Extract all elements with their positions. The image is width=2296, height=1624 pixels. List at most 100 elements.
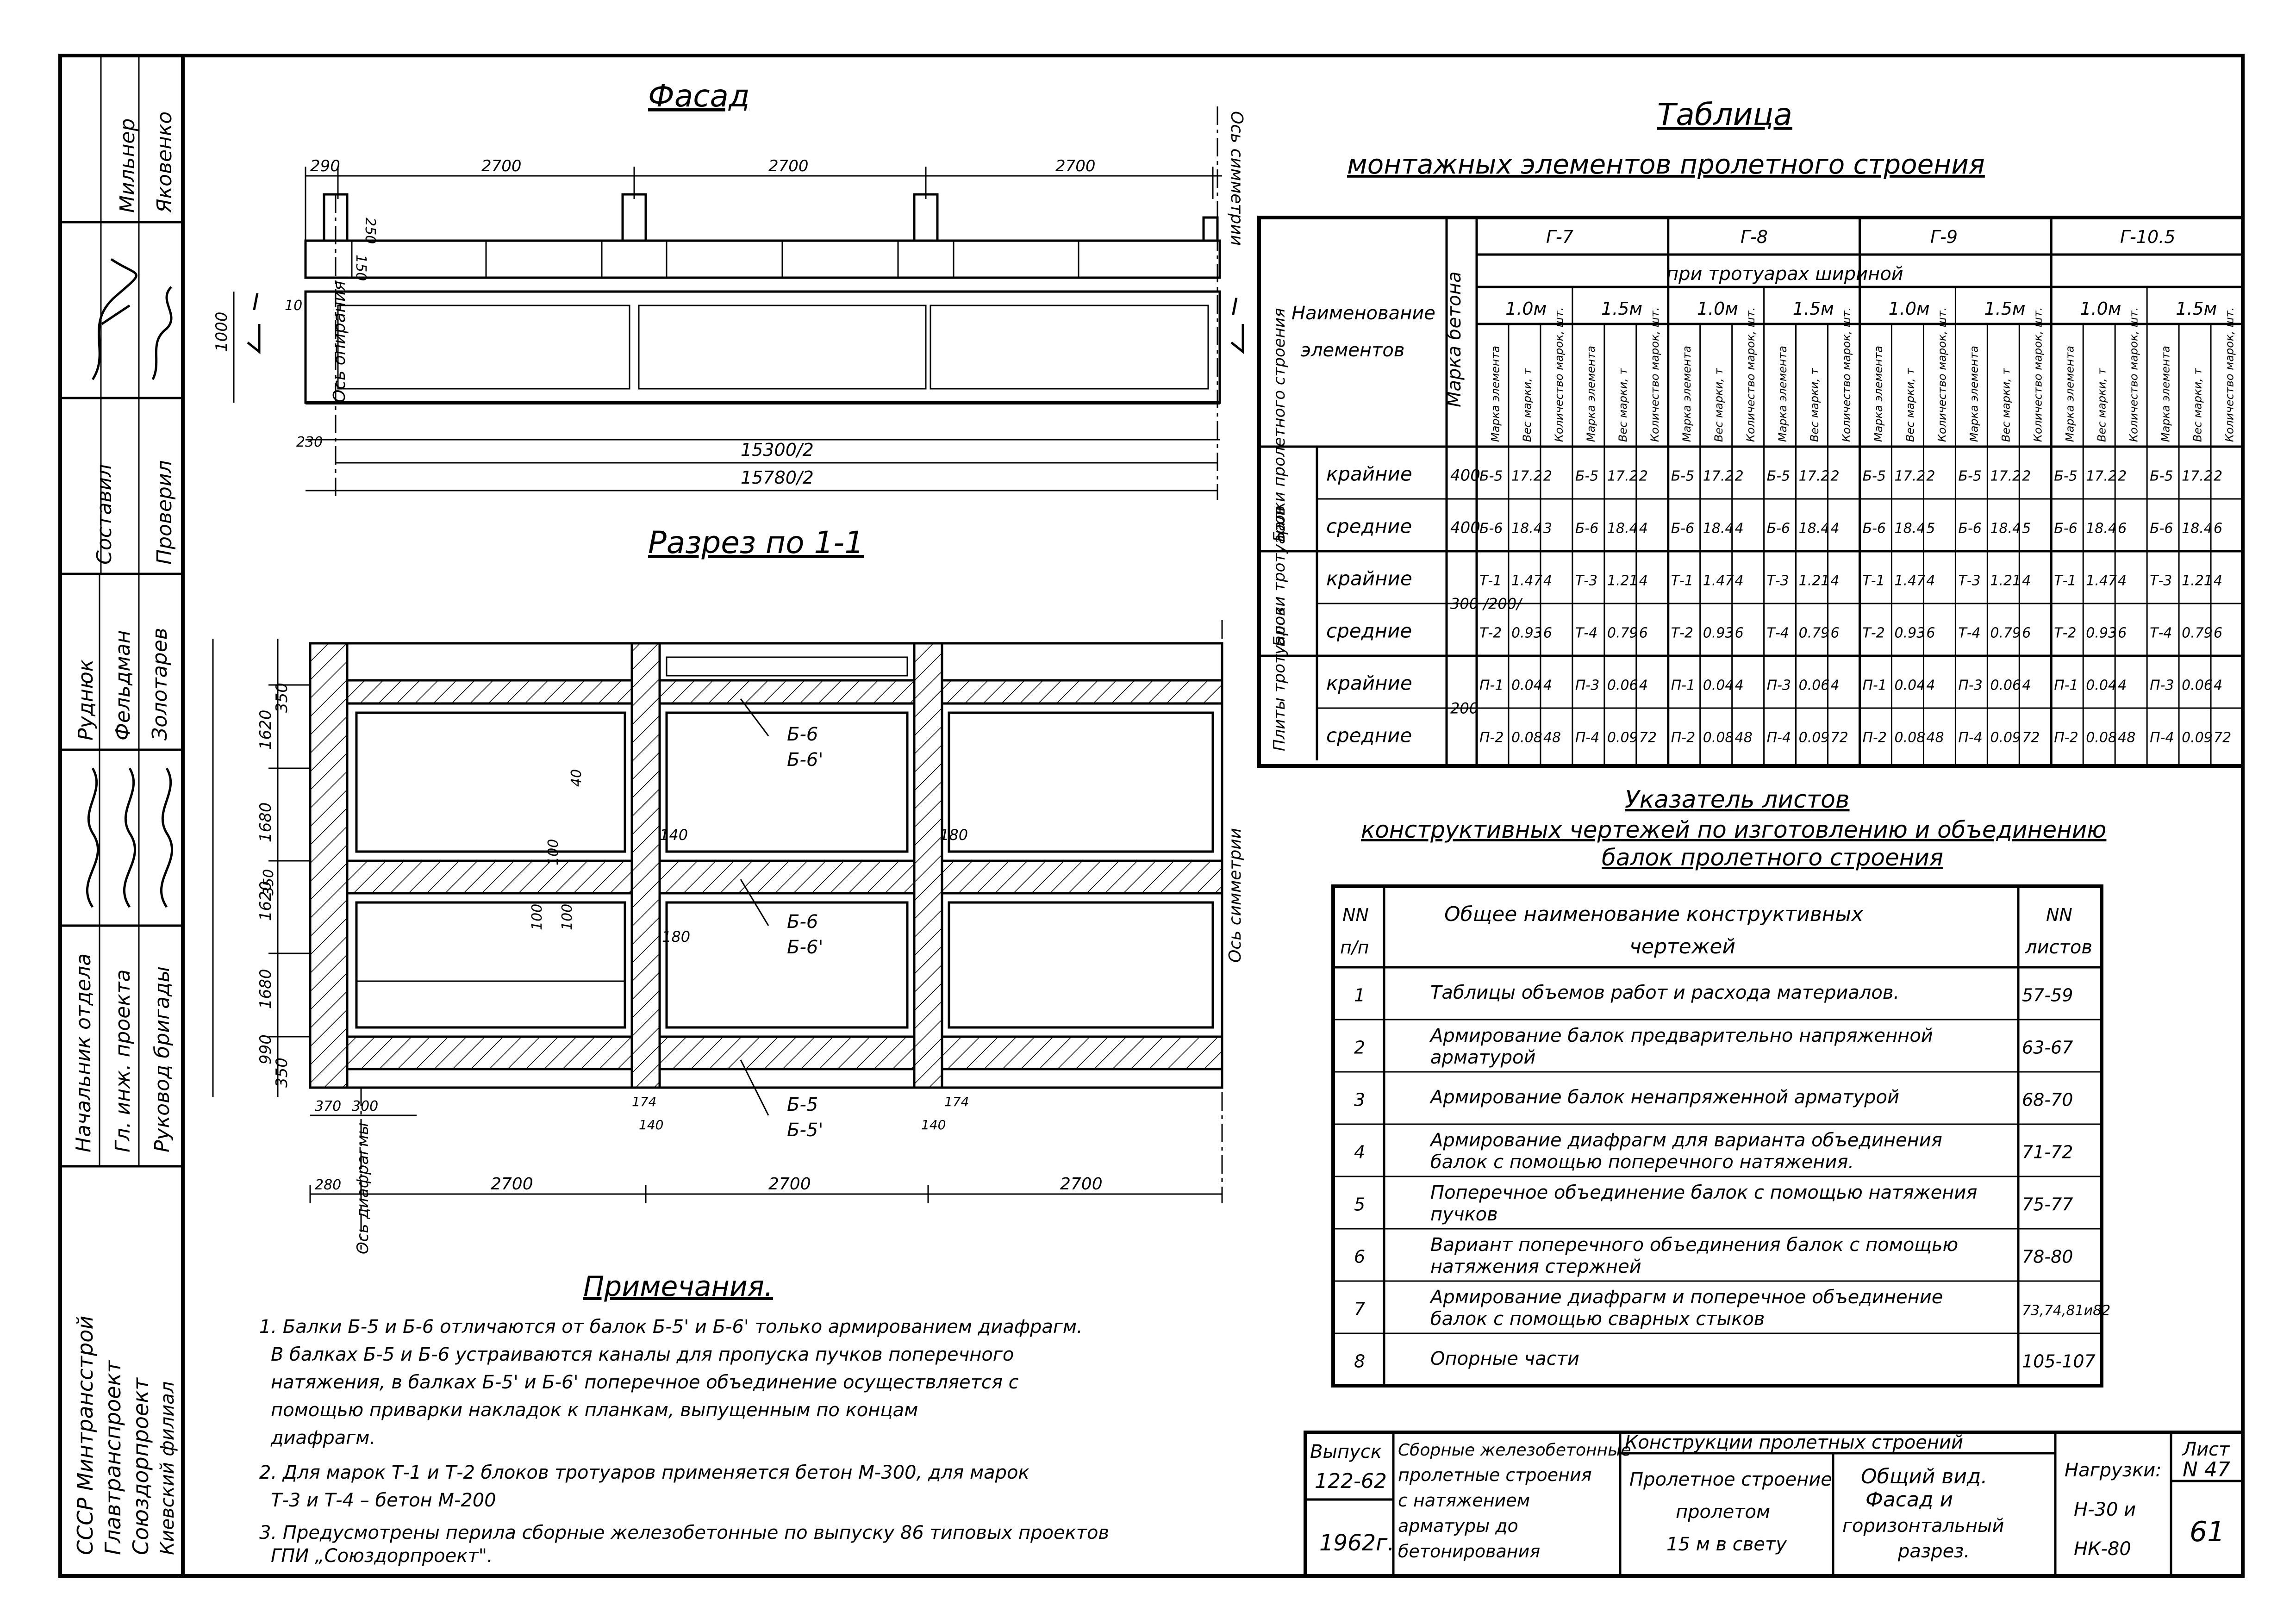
section-title: Разрез по 1-1: [648, 525, 864, 560]
etab-cell: 6: [1926, 625, 1935, 641]
section-inner-dim-10: 174: [944, 1094, 969, 1109]
etab-cell: П-1: [1479, 677, 1504, 693]
etab-subcol-label: Вес марки, т: [2095, 368, 2108, 442]
index-row-sheets: 57-59: [2022, 985, 2073, 1005]
etab-concrete: 400: [1450, 518, 1480, 537]
section-inner-dim-7: 100: [559, 904, 575, 930]
index-row-number: 4: [1354, 1142, 1365, 1162]
etab-cell: П-3: [1575, 677, 1599, 693]
stamp-org-3: Союздорпроект: [128, 1377, 153, 1555]
etab-cell: Б-6: [1575, 520, 1599, 536]
index-row-sheets: 73,74,81и82: [2022, 1302, 2110, 1319]
stamp-role-1: Начальник отдела: [72, 953, 95, 1152]
etab-cell: 0.79: [1799, 625, 1830, 641]
index-row-number: 2: [1354, 1037, 1365, 1058]
etab-cell: П-3: [1958, 677, 1982, 693]
section-mark-left: I: [252, 289, 259, 316]
index-header-nn: NN: [1342, 905, 1369, 925]
etab-cell: 4: [2022, 572, 2031, 589]
etab-cell: 18.4: [1607, 520, 1638, 536]
section-bottom-dim-4: 2700: [491, 1175, 533, 1194]
etab-cell: 6: [2214, 625, 2222, 641]
etab-cell: 6: [1639, 625, 1648, 641]
etab-cell: Т-3: [1575, 572, 1597, 589]
note-line-4: помощью приварки накладок к планкам, вып…: [271, 1400, 918, 1421]
etab-cell: 6: [2214, 520, 2222, 536]
etab-cell: 17.2: [1703, 468, 1734, 484]
etab-cell: 4: [1831, 677, 1840, 693]
etab-cell: 0.09: [2182, 729, 2213, 746]
etab-cell: Б-6: [1479, 520, 1503, 536]
etab-row-label: средние: [1326, 619, 1412, 642]
etab-cell: 4: [1735, 677, 1744, 693]
tb-header: Конструкции пролетных строений: [1625, 1432, 1963, 1453]
index-row-name-cont: натяжения стержней: [1430, 1256, 1641, 1277]
etab-cell: 0.04: [2086, 677, 2117, 693]
tb-series-4: арматуры до: [1398, 1516, 1518, 1536]
etab-row-label: крайние: [1326, 672, 1412, 694]
etab-subcol-label: Количество марок, шт.: [2032, 307, 2045, 442]
etab-span-1: Г-7: [1546, 227, 1573, 247]
etab-cell: 4: [1926, 677, 1935, 693]
facade-dim-6: 150: [353, 255, 369, 281]
facade-dim-4: 2700: [1055, 157, 1096, 175]
etab-cell: Т-1: [2054, 572, 2076, 589]
note-line-7: Т-3 и Т-4 – бетон М-200: [271, 1490, 496, 1511]
section-inner-dim-3: 180: [940, 826, 968, 844]
etab-cell: 0.04: [1703, 677, 1734, 693]
etab-width-label: 1.0м: [2080, 299, 2121, 319]
etab-row-label: средние: [1326, 724, 1412, 747]
section-left-dim-1: 350: [273, 683, 291, 713]
index-row-number: 3: [1354, 1089, 1365, 1110]
etab-cell: 4: [2118, 572, 2127, 589]
index-row-number: 1: [1354, 985, 1365, 1005]
etab-cell: 17.2: [1990, 468, 2021, 484]
etab-cell: 0.06: [1607, 677, 1638, 693]
signature-5: [160, 767, 173, 908]
etab-cell: 4: [1735, 520, 1744, 536]
etab-cell: 0.04: [1894, 677, 1925, 693]
etab-cell: 0.09: [1799, 729, 1830, 746]
stamp-org-4: Киевский филиал: [157, 1381, 178, 1555]
etab-cell: 17.2: [1511, 468, 1542, 484]
section-bottom-dim-3: 280: [315, 1177, 341, 1193]
facade-dim-10: 15300/2: [741, 440, 814, 460]
etab-cell: 6: [1831, 625, 1840, 641]
stamp-name-1: Мильнер: [116, 118, 139, 213]
etab-cell: П-2: [2054, 729, 2078, 746]
etab-cell: 0.08: [1894, 729, 1925, 746]
etab-cell: Т-1: [1479, 572, 1502, 589]
etab-cell: Б-6: [2054, 520, 2078, 536]
etab-cell: П-2: [1671, 729, 1695, 746]
stamp-role-5: Проверил: [153, 460, 176, 565]
etab-group-name: Балки пролетного строения: [1270, 308, 1289, 542]
section-symmetry-axis: Ось симметрии: [1226, 828, 1245, 963]
signature-3: [86, 767, 99, 908]
etab-cell: 0.79: [1990, 625, 2021, 641]
etab-cell: 1.21: [2182, 572, 2213, 589]
note-line-3: натяжения, в балках Б-5' и Б-6' поперечн…: [271, 1372, 1019, 1393]
index-row-number: 7: [1354, 1299, 1365, 1319]
etab-cell: 2: [2118, 468, 2127, 484]
index-row-sheets: 78-80: [2022, 1246, 2073, 1267]
beam-label-3: Б-5: [787, 1094, 818, 1115]
etab-cell: 2: [2214, 468, 2222, 484]
etab-subcol-label: Количество марок, шт.: [1553, 307, 1566, 442]
etab-cell: 0.06: [2182, 677, 2213, 693]
signature-4: [123, 767, 136, 908]
etab-cell: 17.2: [2086, 468, 2117, 484]
signature-2: [151, 286, 173, 380]
stamp-name-4: Фельдман: [111, 630, 135, 740]
etab-subcol-label: Вес марки, т: [1521, 368, 1534, 442]
signature-1: [91, 258, 137, 380]
etab-span-4: Г-10.5: [2120, 227, 2176, 247]
index-row-name: Армирование балок предварительно напряже…: [1429, 1025, 1933, 1046]
facade-bearing-axis: Ось опирания: [330, 281, 349, 403]
etab-cell: 0.08: [1703, 729, 1734, 746]
etab-subcol-label: Марка элемента: [1968, 346, 1981, 442]
etab-width-label: 1.5м: [1601, 299, 1642, 319]
section-inner-dim-8: 350: [261, 869, 277, 896]
etab-cell: 0.79: [1607, 625, 1638, 641]
etab-span-2: Г-8: [1741, 227, 1768, 247]
section-left-dim-6: 990: [256, 1034, 275, 1064]
